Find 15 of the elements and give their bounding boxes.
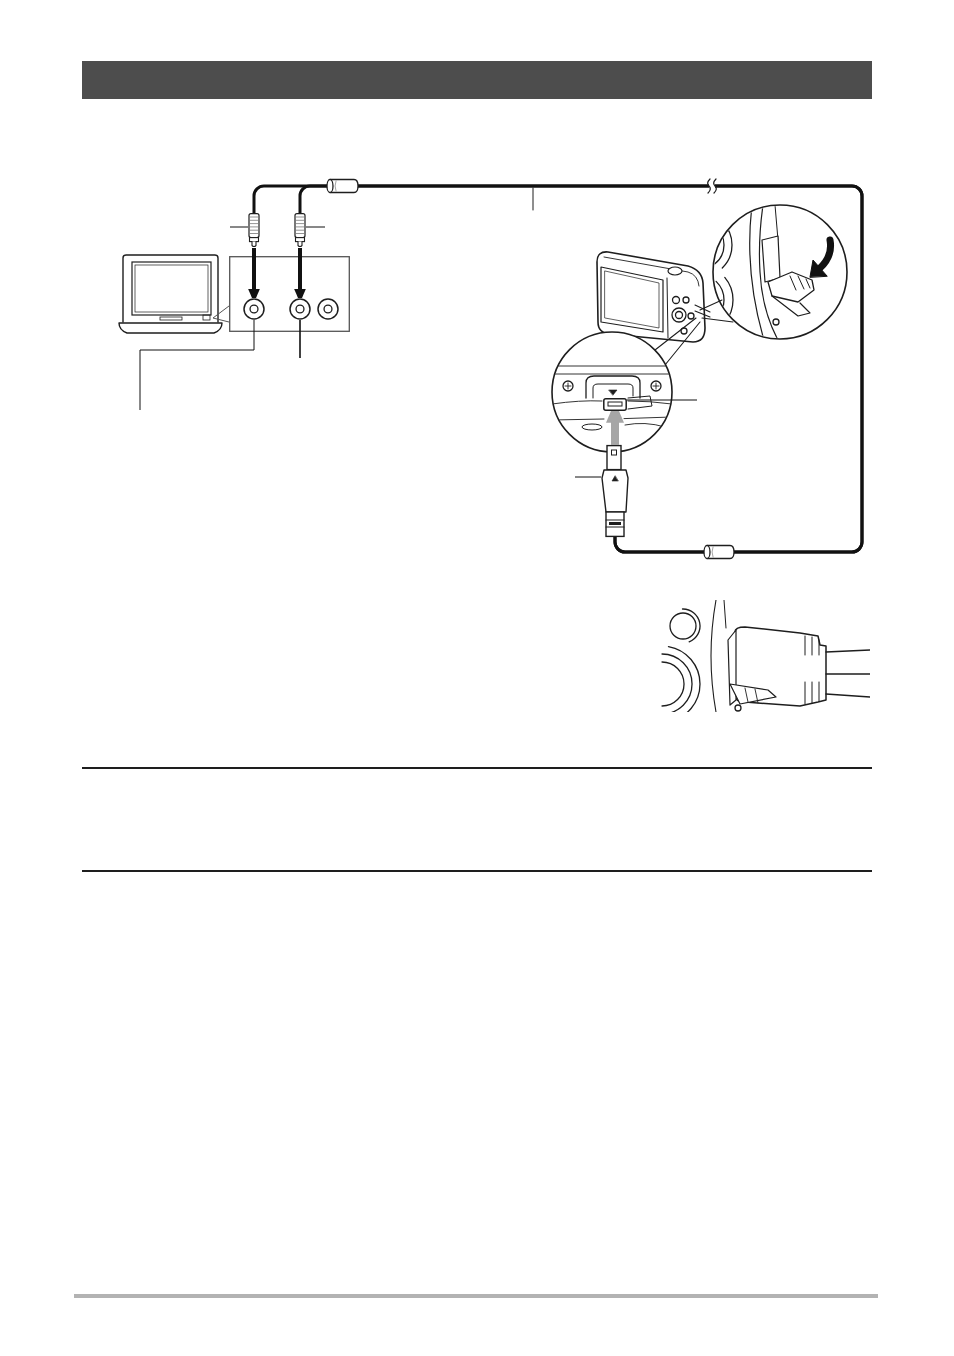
leader-line: [574, 476, 602, 478]
port-icon: [603, 398, 627, 411]
jack-icon: [317, 298, 339, 320]
plug-icon: [601, 445, 629, 537]
plug-icon: [294, 213, 306, 248]
jack-icon: [289, 298, 311, 320]
leader-line: [626, 399, 698, 401]
plug-icon: [248, 213, 260, 248]
jack-panel: [229, 256, 350, 332]
leader-line: [229, 226, 249, 228]
magnified-view: [551, 331, 673, 453]
jack-icon: [243, 298, 265, 320]
leader-line: [299, 319, 301, 359]
leader-line: [139, 319, 255, 411]
leader-line: [305, 226, 326, 228]
